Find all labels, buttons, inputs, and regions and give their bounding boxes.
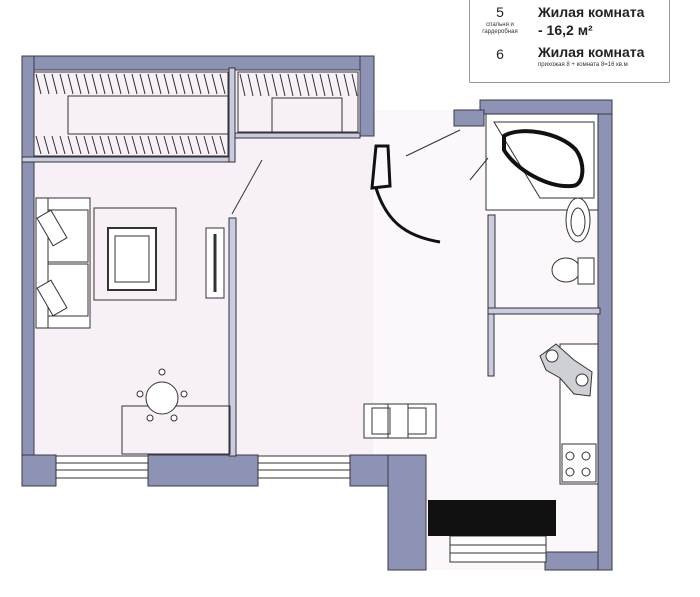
hatch-line (279, 73, 286, 97)
hatch-line (351, 73, 358, 97)
hatch-line (107, 73, 114, 95)
hatch-line (343, 73, 350, 97)
hatch-line (247, 73, 254, 97)
hatch-line (75, 73, 82, 95)
hatch-line (59, 73, 66, 95)
hatch-line (179, 73, 186, 95)
hatch-line (35, 73, 42, 95)
legend-title-5: Жилая комната (538, 4, 645, 20)
dining-set (363, 403, 437, 439)
hatch-line (91, 135, 98, 155)
hatch-line (211, 73, 218, 95)
hatch-line (271, 73, 278, 97)
hatch-line (203, 73, 210, 95)
hatch-line (139, 135, 146, 155)
rug (93, 207, 177, 301)
sofa (35, 197, 91, 329)
hatch-line (335, 73, 342, 97)
hatch-line (123, 73, 130, 95)
interior-walls (21, 67, 601, 457)
hatch-line (155, 135, 162, 155)
hatch-line (59, 135, 66, 155)
windows (55, 455, 547, 563)
hatch-line (147, 73, 154, 95)
hatch-line (107, 135, 114, 155)
hatch-line (67, 73, 74, 95)
hatch-line (99, 73, 106, 95)
hatch-line (43, 73, 50, 95)
hatch-line (195, 73, 202, 95)
hatch-line (75, 135, 82, 155)
hatch-line (179, 135, 186, 155)
office-chair (136, 368, 188, 422)
hatch-line (203, 135, 210, 155)
hatch-line (295, 73, 302, 97)
legend-subtitle-5: спальня и гардеробная (482, 22, 518, 35)
hatch-line (303, 73, 310, 97)
hatch-line (255, 73, 262, 97)
hatch-line (67, 135, 74, 155)
wardrobes (33, 71, 359, 157)
coffee-table-top (114, 235, 150, 283)
entrance-door-marker (370, 144, 441, 244)
hatch-line (99, 135, 106, 155)
hatch-line (211, 135, 218, 155)
bathroom (485, 113, 599, 285)
legend-number-5: 5 (496, 4, 504, 20)
hatch-line (311, 73, 318, 97)
hatch-line (123, 135, 130, 155)
hatch-line (51, 135, 58, 155)
hatch-line (91, 73, 98, 95)
hatch-line (171, 73, 178, 95)
hatch-line (239, 73, 246, 97)
hatch-line (287, 73, 294, 97)
hatch-line (139, 73, 146, 95)
hatch-line (187, 135, 194, 155)
bathtub-marker (502, 129, 585, 189)
hatch-line (319, 73, 326, 97)
hatch-line (171, 135, 178, 155)
hatch-line (51, 73, 58, 95)
legend: 5 спальня и гардеробная Жилая комната - … (470, 0, 669, 82)
hatch-line (83, 73, 90, 95)
legend-area-5: - 16,2 м² (538, 22, 593, 38)
legend-title-6: Жилая комната (538, 44, 645, 60)
hatch-line (263, 73, 270, 97)
hatch-line (163, 135, 170, 155)
wardrobe-hatching (35, 73, 358, 155)
hatch-line (147, 135, 154, 155)
hatch-line (195, 135, 202, 155)
door-swings (231, 129, 489, 215)
sink-basin (545, 349, 559, 363)
hatch-line (187, 73, 194, 95)
hatch-line (83, 135, 90, 155)
hatch-line (131, 73, 138, 95)
hatch-line (115, 73, 122, 95)
hatch-line (35, 135, 42, 155)
hatch-line (327, 73, 334, 97)
hatch-line (115, 135, 122, 155)
hatch-line (219, 73, 226, 95)
sink-basin-2 (575, 373, 589, 387)
legend-note-6: прихожая 8 + комната 8=16 кв.м (538, 62, 628, 68)
hatch-line (219, 135, 226, 155)
hatch-line (155, 73, 162, 95)
redaction-block (428, 500, 556, 536)
hatch-line (43, 135, 50, 155)
legend-number-6: 6 (496, 46, 504, 62)
coffee-table (107, 227, 157, 291)
hatch-line (163, 73, 170, 95)
hatch-line (131, 135, 138, 155)
